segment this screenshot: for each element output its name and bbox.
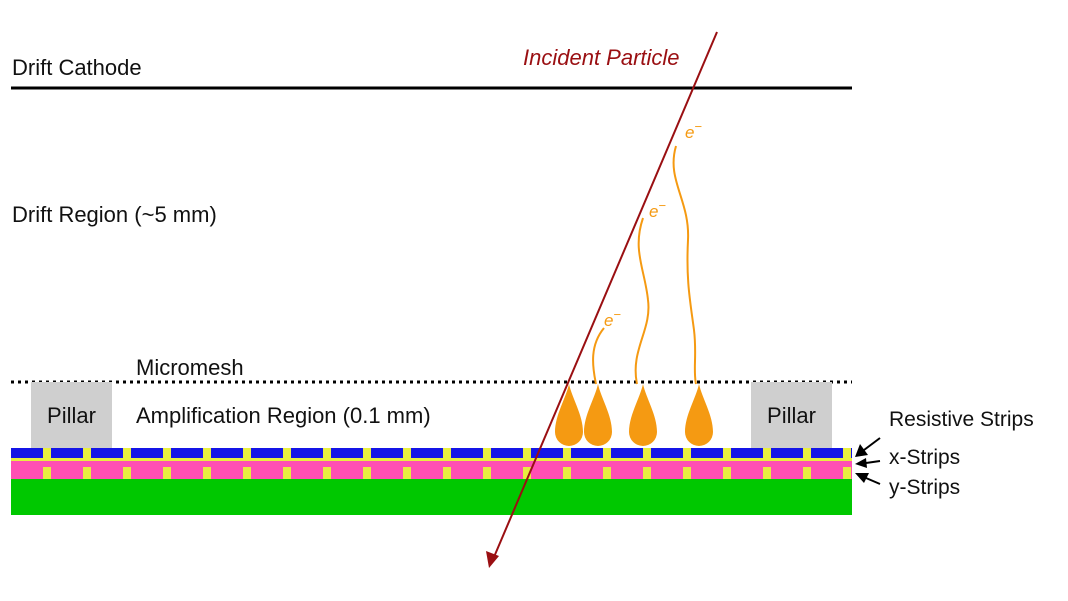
resistive-strip [371, 448, 403, 458]
drift-cathode-label: Drift Cathode [12, 55, 142, 80]
y-strip-gap [603, 467, 611, 479]
pillar-left-label: Pillar [47, 403, 96, 428]
resistive-strip [491, 448, 523, 458]
y-strip-gap-group [43, 467, 851, 479]
electron-charge: − [694, 119, 702, 134]
resistive-strip [651, 448, 683, 458]
drift-region-label: Drift Region (~5 mm) [12, 202, 217, 227]
resistive-strip [851, 448, 852, 458]
electron-path-2 [634, 217, 650, 385]
resistive-strip [451, 448, 483, 458]
resistive-strip [91, 448, 123, 458]
resistive-strip [51, 448, 83, 458]
pillar-left [31, 382, 112, 448]
y-strips-arrow [865, 477, 881, 485]
y-strip-gap [363, 467, 371, 479]
layer-spacer-1 [11, 458, 852, 461]
y-strip-gap [403, 467, 411, 479]
electron-path-3 [672, 145, 697, 385]
x-strips-arrowhead [855, 458, 867, 468]
x-strip-layer [11, 461, 852, 467]
y-strip-gap [203, 467, 211, 479]
resistive-strip [771, 448, 803, 458]
y-strips-label: y-Strips [889, 476, 960, 499]
y-strip-gap [243, 467, 251, 479]
resistive-strip [331, 448, 363, 458]
amplification-region-label: Amplification Region (0.1 mm) [136, 403, 431, 428]
resistive-strip [291, 448, 323, 458]
y-strip-gap [763, 467, 771, 479]
electron-paths [592, 145, 697, 385]
y-strip-gap [683, 467, 691, 479]
y-strip-gap [483, 467, 491, 479]
electron-symbol: e [649, 202, 658, 221]
y-strip-gap [163, 467, 171, 479]
avalanche-3 [629, 384, 657, 446]
electron-symbol: e [685, 123, 694, 142]
resistive-strip [251, 448, 283, 458]
resistive-strip [731, 448, 763, 458]
electron-charge: − [613, 307, 621, 322]
resistive-strip [411, 448, 443, 458]
x-strips-arrow [865, 460, 881, 464]
y-strip-gap [123, 467, 131, 479]
strip-layers [11, 448, 852, 515]
resistive-strips-label: Resistive Strips [889, 408, 1034, 431]
resistive-strip [571, 448, 603, 458]
electron-symbol: e [604, 311, 613, 330]
avalanche-4 [685, 384, 713, 446]
y-strip-gap [323, 467, 331, 479]
resistive-strips-arrowhead [855, 444, 868, 457]
y-strips-arrowhead [855, 473, 869, 483]
y-strip-gap [83, 467, 91, 479]
pillar-right [751, 382, 832, 448]
electron-label-1: e− [685, 119, 702, 142]
substrate [11, 479, 852, 515]
resistive-strips-arrow [863, 437, 881, 451]
resistive-strip [691, 448, 723, 458]
particle-arrowhead [486, 551, 499, 568]
resistive-strip [211, 448, 243, 458]
resistive-strip-group [11, 448, 852, 458]
resistive-strip [131, 448, 163, 458]
resistive-strip [11, 448, 43, 458]
y-strip-gap [843, 467, 851, 479]
avalanche-2 [584, 384, 612, 446]
resistive-strip [611, 448, 643, 458]
avalanches [555, 384, 713, 446]
y-strip-gap [283, 467, 291, 479]
y-strip-gap [803, 467, 811, 479]
y-strip-layer [11, 467, 852, 479]
y-strip-gap [643, 467, 651, 479]
y-strip-gap [723, 467, 731, 479]
y-strip-gap [563, 467, 571, 479]
incident-particle-track [493, 31, 718, 558]
incident-particle-label: Incident Particle [523, 45, 680, 70]
resistive-strip [531, 448, 563, 458]
y-strip-gap [43, 467, 51, 479]
x-strips-label: x-Strips [889, 446, 960, 469]
electron-label-2: e− [649, 198, 666, 221]
resistive-strip [171, 448, 203, 458]
electron-path-1 [592, 327, 605, 385]
pillar-right-label: Pillar [767, 403, 816, 428]
y-strip-gap [443, 467, 451, 479]
resistive-strip [811, 448, 843, 458]
y-strip-gap [523, 467, 531, 479]
electron-charge: − [658, 198, 666, 213]
electron-label-3: e− [604, 307, 621, 330]
micromesh-label: Micromesh [136, 355, 244, 380]
avalanche-1 [555, 384, 583, 446]
